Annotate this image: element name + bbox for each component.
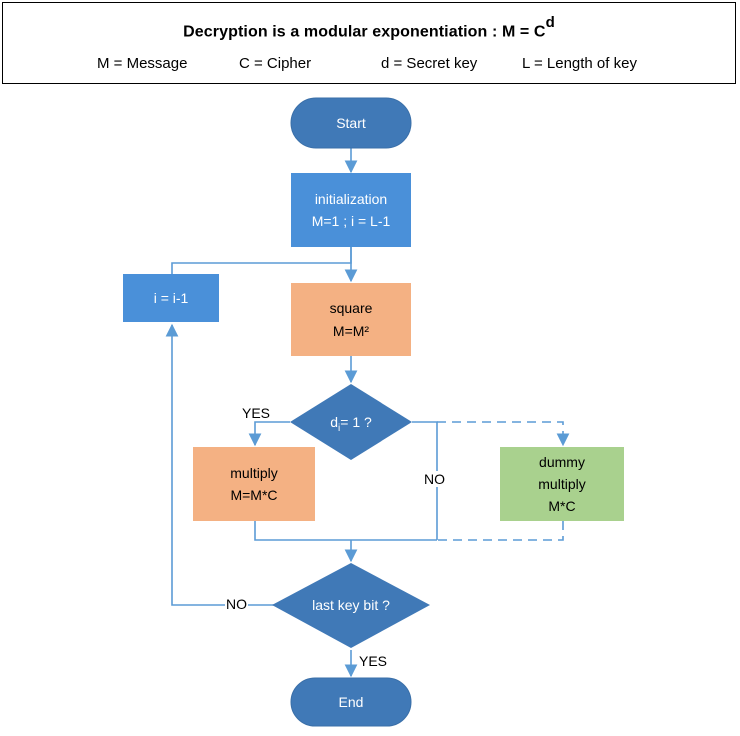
- dummy-multiply-process: [500, 447, 624, 521]
- title-exponent: d: [545, 14, 555, 31]
- bit-no-label: NO: [423, 471, 446, 487]
- dummy-label-1: dummy: [539, 454, 585, 470]
- end-terminal: [290, 677, 412, 727]
- last-bit-decision: [272, 563, 430, 648]
- init-label-2: M=1 ; i = L-1: [311, 213, 391, 229]
- bit-check-rest: = 1 ?: [340, 414, 372, 430]
- edge-last-no: [165, 323, 290, 606]
- decrement-process: [123, 274, 219, 322]
- legend-secret-key: d = Secret key: [381, 55, 478, 72]
- decrement-label: i = i-1: [153, 290, 189, 306]
- edge-multiply-merge: [254, 521, 437, 541]
- bit-check-decision: [290, 384, 412, 460]
- multiply-label-2: M=M*C: [230, 487, 278, 503]
- edge-check-dummy: [437, 421, 570, 447]
- init-process: [291, 173, 411, 247]
- end-label: End: [338, 694, 364, 710]
- legend-box: Decryption is a modular exponentiation :…: [2, 2, 736, 84]
- start-label: Start: [336, 115, 366, 131]
- last-bit-label: last key bit ?: [312, 597, 390, 613]
- multiply-process: [193, 447, 315, 521]
- bit-check-d: d: [330, 414, 339, 430]
- bit-yes-label: YES: [241, 405, 272, 421]
- legend-message: M = Message: [97, 55, 188, 72]
- edge-check-yes: [248, 421, 290, 447]
- edge-dummy-merge: [437, 521, 564, 541]
- start-terminal: [290, 97, 412, 149]
- legend-key-length: L = Length of key: [522, 55, 637, 72]
- last-no-label: NO: [225, 596, 248, 612]
- title-text: Decryption is a modular exponentiation :…: [183, 23, 546, 41]
- dummy-label-2: multiply: [538, 476, 586, 492]
- init-label-1: initialization: [314, 191, 388, 207]
- square-process: [291, 283, 411, 356]
- multiply-label-1: multiply: [230, 465, 278, 481]
- dummy-label-3: M*C: [548, 498, 576, 514]
- legend-cipher: C = Cipher: [239, 55, 312, 72]
- diagram-title: Decryption is a modular exponentiation :…: [3, 14, 735, 41]
- square-label-2: M=M²: [332, 323, 370, 339]
- bit-check-label: di= 1 ?: [291, 411, 411, 440]
- bit-check-index: i: [338, 422, 341, 434]
- last-yes-label: YES: [358, 653, 389, 669]
- square-label-1: square: [329, 300, 373, 316]
